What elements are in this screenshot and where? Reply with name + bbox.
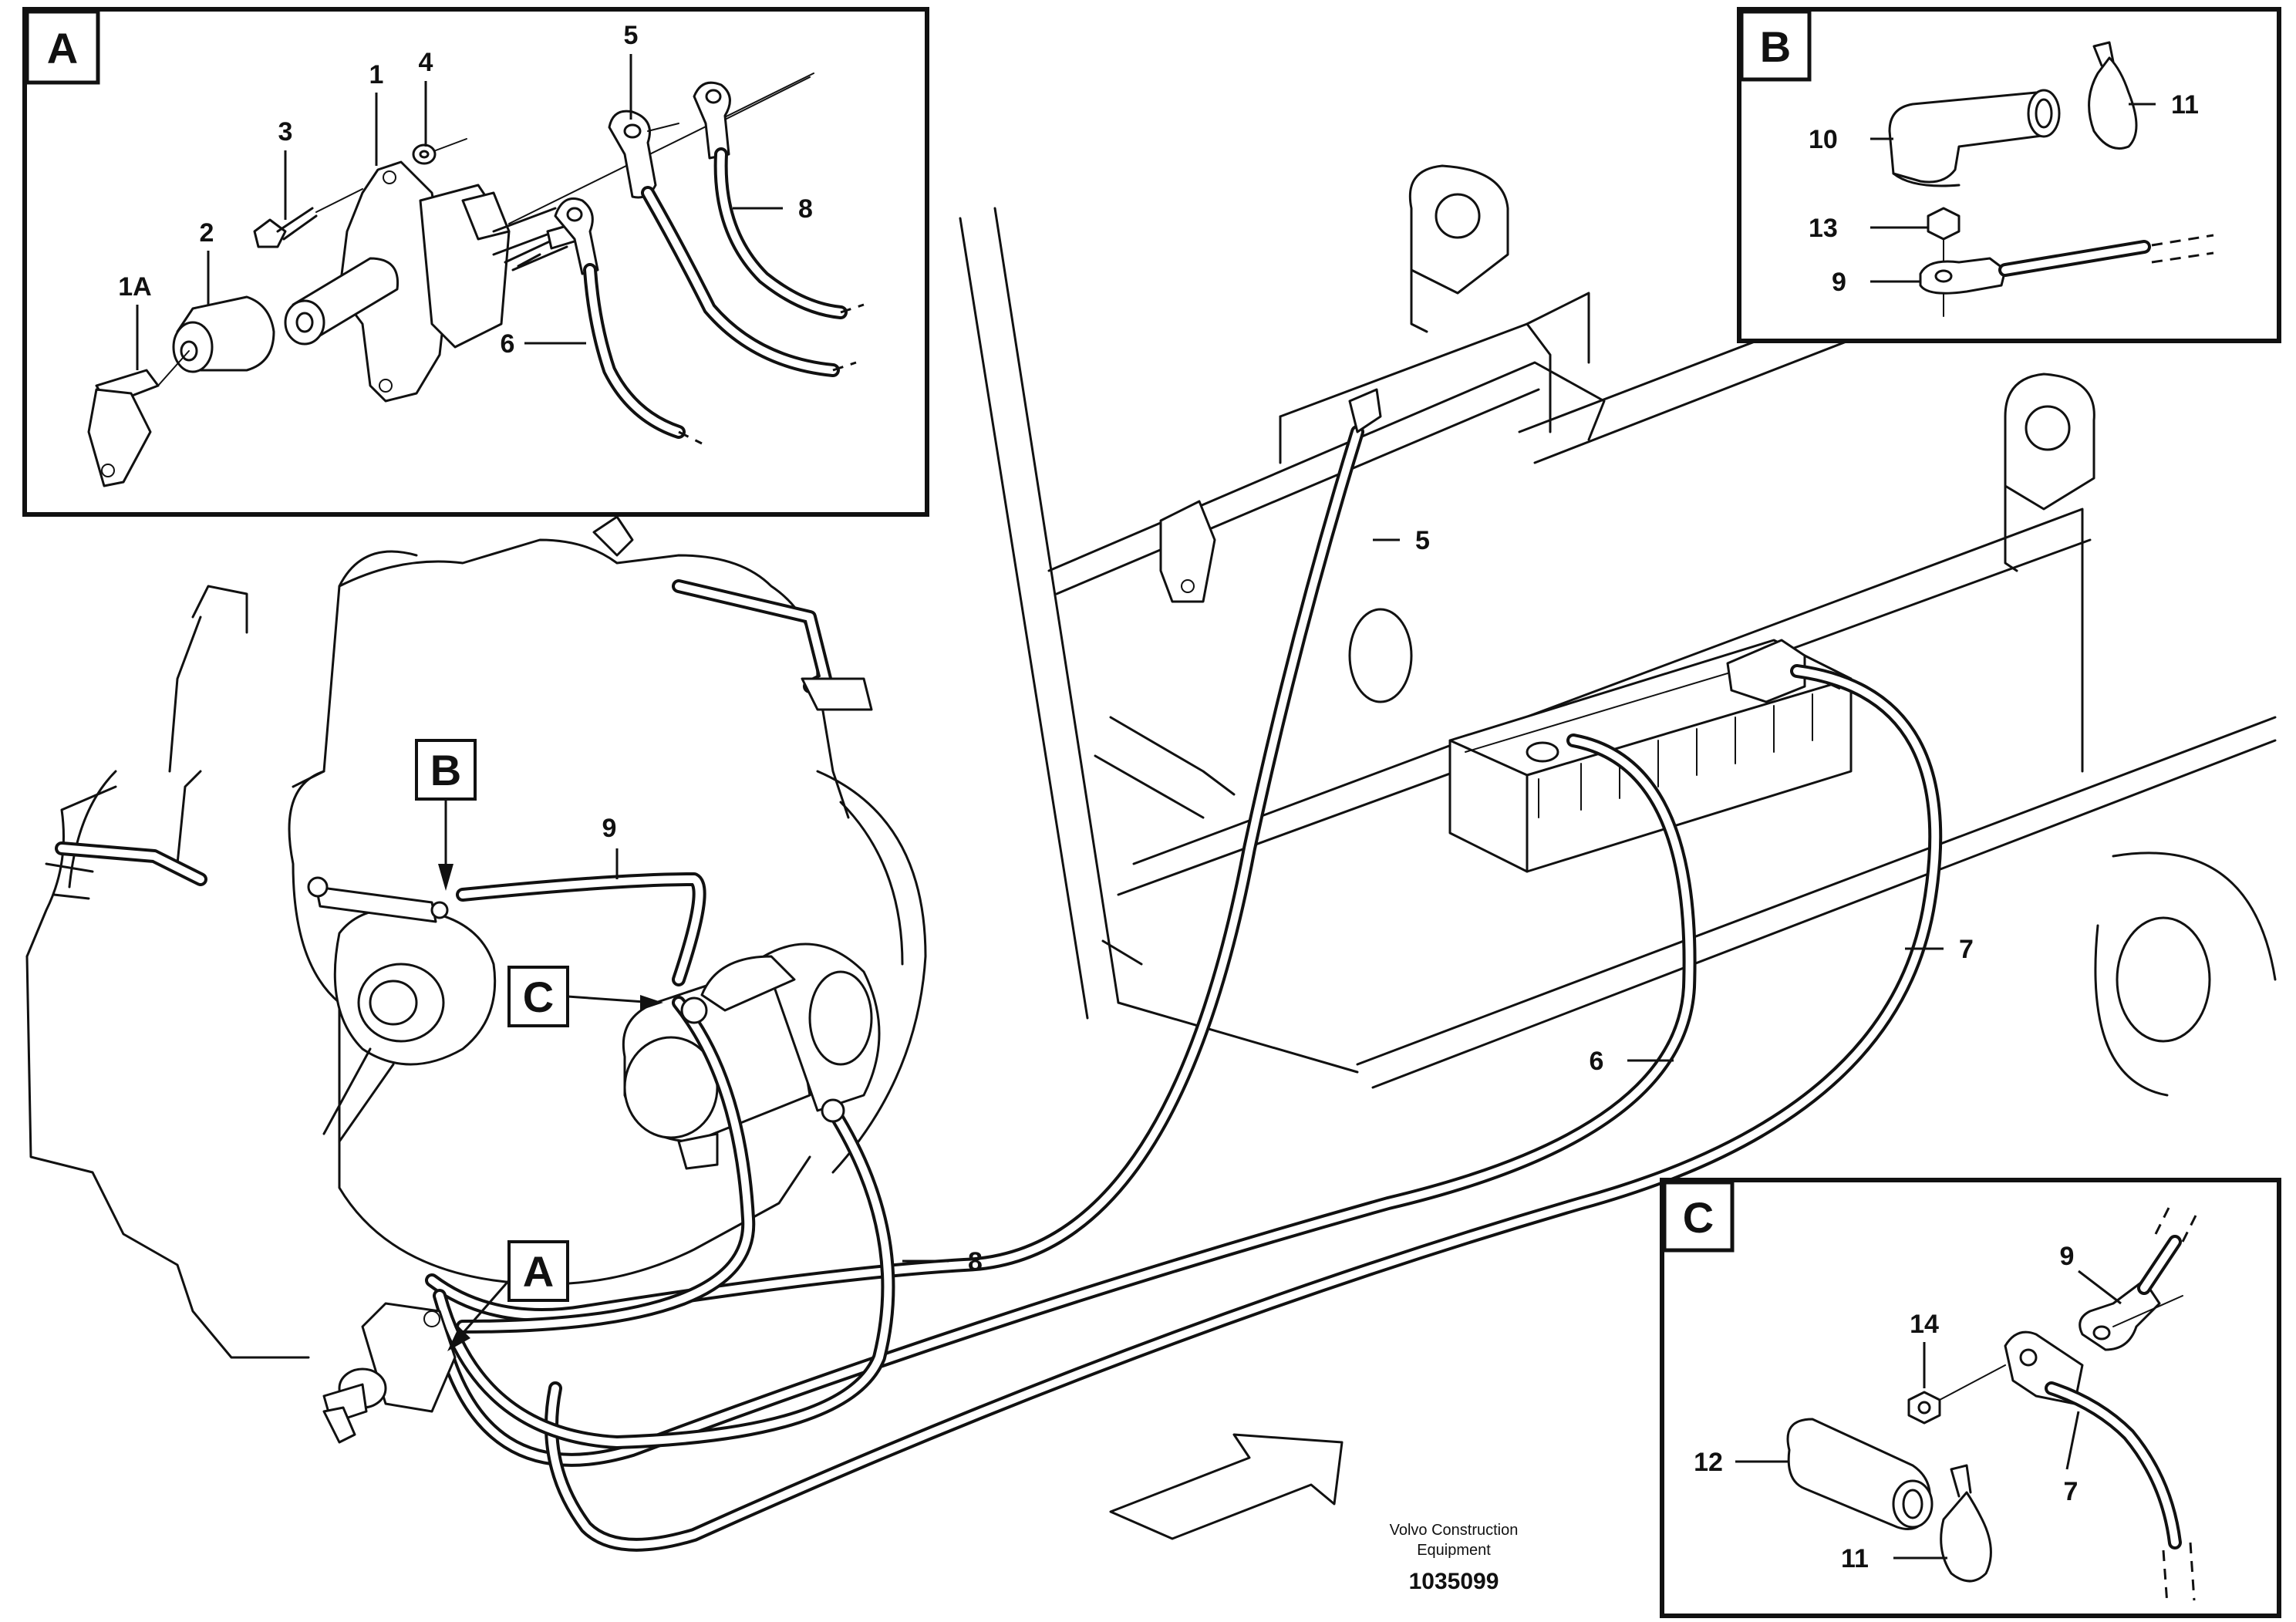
battery <box>1448 639 1853 873</box>
main-cables <box>425 388 1943 1552</box>
svg-text:10: 10 <box>1809 125 1838 154</box>
alternator <box>307 876 497 1143</box>
svg-text:C: C <box>1683 1193 1714 1242</box>
svg-text:Equipment: Equipment <box>1417 1542 1491 1559</box>
svg-text:C: C <box>523 973 554 1021</box>
svg-text:12: 12 <box>1694 1448 1723 1477</box>
svg-text:A: A <box>47 24 78 73</box>
svg-text:B: B <box>430 746 461 794</box>
svg-text:4: 4 <box>419 48 433 77</box>
main-part-labels: 5 9 7 6 8 <box>602 526 1974 1276</box>
detail-box-b: B 11 10 13 9 <box>1737 7 2281 343</box>
detail-box-c: C 9 14 12 7 1 <box>1660 1178 2281 1618</box>
svg-text:9: 9 <box>2060 1242 2075 1271</box>
callout-a: A <box>447 1240 569 1351</box>
svg-text:13: 13 <box>1809 214 1838 243</box>
svg-text:3: 3 <box>278 117 293 147</box>
svg-text:8: 8 <box>798 194 813 224</box>
svg-text:7: 7 <box>2064 1477 2079 1506</box>
svg-text:1: 1 <box>369 60 384 89</box>
svg-text:5: 5 <box>1415 526 1430 555</box>
svg-text:7: 7 <box>1959 935 1974 964</box>
svg-text:14: 14 <box>1910 1310 1939 1339</box>
svg-text:2: 2 <box>200 218 214 248</box>
forward-direction-arrow <box>1109 1433 1344 1540</box>
svg-text:9: 9 <box>602 814 617 843</box>
svg-text:1A: 1A <box>118 272 151 302</box>
svg-text:B: B <box>1760 22 1791 71</box>
svg-text:11: 11 <box>2171 90 2199 120</box>
detail-box-a: A <box>22 7 929 517</box>
svg-text:11: 11 <box>1841 1544 1869 1573</box>
svg-text:6: 6 <box>1590 1047 1604 1076</box>
callout-b: B <box>415 739 477 891</box>
publisher-credit: Volvo Construction Equipment 1035099 <box>1390 1522 1519 1594</box>
svg-text:6: 6 <box>501 329 515 359</box>
svg-text:9: 9 <box>1832 268 1846 297</box>
svg-text:A: A <box>523 1247 554 1296</box>
main-switch <box>322 1302 457 1444</box>
engine <box>25 515 927 1359</box>
svg-text:Volvo Construction: Volvo Construction <box>1390 1522 1519 1539</box>
document-number: 1035099 <box>1409 1569 1499 1594</box>
callout-c: C <box>507 966 663 1027</box>
svg-text:5: 5 <box>624 21 639 50</box>
svg-text:8: 8 <box>968 1247 983 1276</box>
